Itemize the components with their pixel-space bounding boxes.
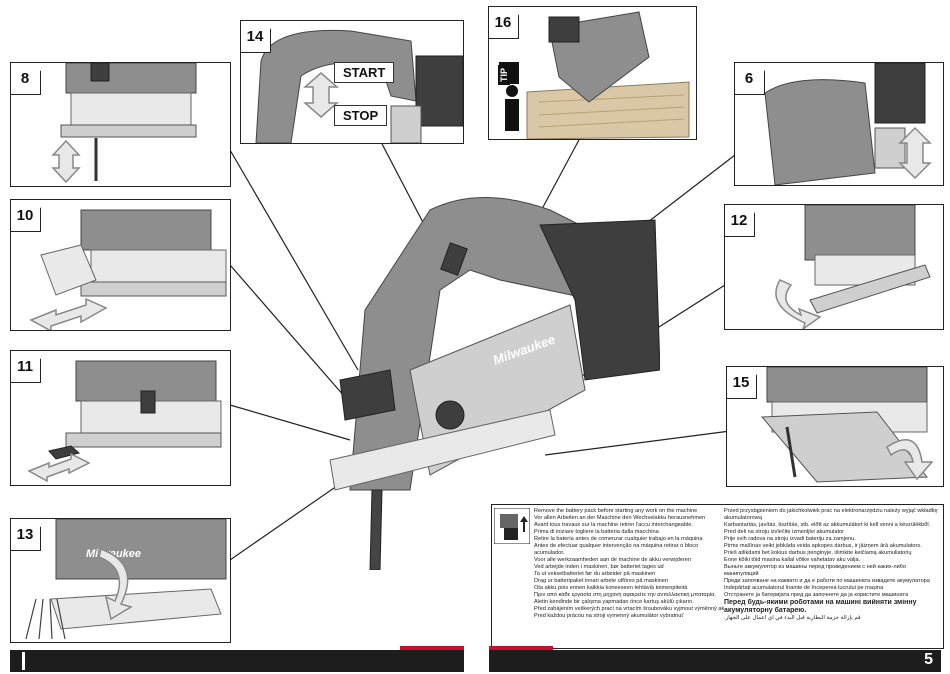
shoe-adjust-illustration — [760, 367, 934, 483]
figure-number-11: 11 — [11, 351, 41, 383]
battery-removal-icon — [494, 508, 530, 544]
page-number: 5 — [924, 651, 933, 668]
switch-illustration — [255, 29, 463, 143]
figure-11: 11 — [10, 350, 231, 486]
figure-12: 12 — [724, 204, 944, 330]
figure-number-12: 12 — [725, 205, 755, 237]
figure-16: TIP 16 — [488, 6, 697, 140]
figure-8: 8 — [10, 62, 231, 187]
dust-cover-illustration — [29, 209, 227, 330]
figure-number-13: 13 — [11, 519, 41, 551]
battery-removal-instructions: Remove the battery pack before starting … — [491, 504, 944, 649]
figure-13: Milwaukee 13 — [10, 518, 231, 643]
jigsaw-main-illustration: Milwaukee — [329, 197, 660, 570]
bevel-angle-illustration: Milwaukee — [25, 519, 227, 640]
figure-14: START STOP 14 — [240, 20, 464, 144]
stop-label: STOP — [334, 105, 388, 126]
footer-right-bar: 5 — [489, 650, 941, 672]
instructions-right-column: Przed przystąpieniem do jakichkolwiek pr… — [724, 508, 938, 621]
figure-number-15: 15 — [727, 367, 757, 399]
tip-label: TIP — [498, 64, 510, 85]
figure-number-8: 8 — [11, 63, 41, 95]
blade-insertion-illustration — [51, 63, 197, 184]
figure-10: 10 — [10, 199, 231, 331]
footer-left-accent — [400, 646, 464, 650]
footer-right-accent — [489, 646, 553, 650]
figure-number-10: 10 — [11, 200, 41, 232]
instructions-left-column: Remove the battery pack before starting … — [534, 508, 724, 619]
splinter-guard-illustration — [27, 360, 222, 483]
cutting-tip-illustration — [499, 11, 690, 139]
figure-number-14: 14 — [241, 21, 271, 53]
start-label: START — [334, 62, 395, 83]
footer-mark — [22, 652, 25, 670]
base-plate-illustration — [775, 205, 931, 329]
figure-6: 6 — [734, 62, 944, 186]
figure-number-16: 16 — [489, 7, 519, 39]
footer-left-bar — [10, 650, 464, 672]
figure-number-6: 6 — [735, 63, 765, 95]
figure-15: 15 — [726, 366, 944, 487]
battery-insertion-illustration — [764, 63, 932, 185]
